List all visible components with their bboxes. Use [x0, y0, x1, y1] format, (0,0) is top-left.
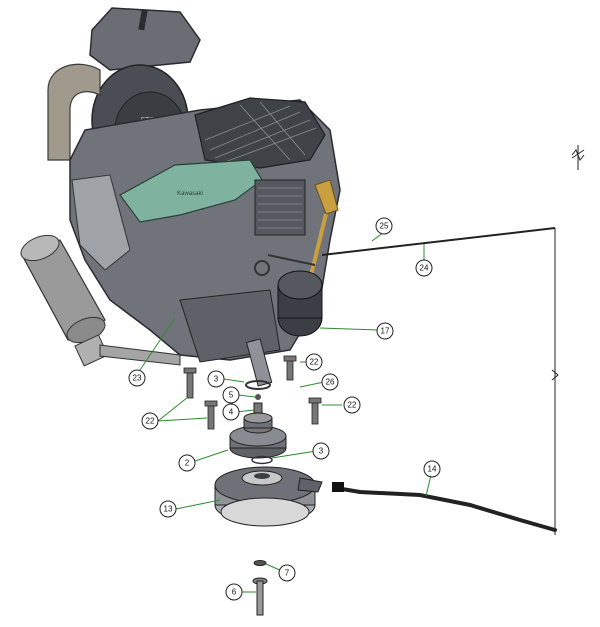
- washer-3-lower: [251, 455, 273, 465]
- callout-7: 7: [278, 564, 296, 582]
- svg-text:3: 3: [214, 375, 219, 384]
- callout-13: 13: [159, 500, 177, 518]
- callout-14: 14: [423, 460, 441, 478]
- key-5: [255, 394, 261, 400]
- svg-text:22: 22: [310, 358, 319, 367]
- muffler: [20, 234, 109, 367]
- pulley: [229, 412, 287, 459]
- svg-text:13: 13: [164, 505, 173, 514]
- callout-5: 5: [222, 386, 240, 404]
- callout-22-a: 22: [305, 353, 323, 371]
- svg-text:22: 22: [146, 417, 155, 426]
- callout-23: 23: [128, 369, 146, 387]
- callout-3-upper: 3: [207, 370, 225, 388]
- leader-lines: [139, 231, 433, 593]
- svg-text:7: 7: [285, 569, 290, 578]
- callout-22-c: 22: [343, 396, 361, 414]
- svg-text:22: 22: [348, 401, 357, 410]
- spacer-4: [253, 402, 263, 414]
- washer-3-upper: [245, 380, 271, 390]
- fan-grille: [194, 97, 326, 169]
- oil-filter: [277, 270, 323, 337]
- engine-assembly: STOP Kawasaki: [20, 7, 341, 387]
- mounting-plate: [119, 159, 263, 223]
- plate-label: Kawasaki: [177, 191, 203, 197]
- mounting-bolts: [183, 355, 322, 430]
- callout-26: 26: [321, 373, 339, 391]
- svg-text:14: 14: [428, 465, 437, 474]
- svg-text:2: 2: [185, 459, 190, 468]
- svg-text:4: 4: [229, 408, 234, 417]
- svg-text:3: 3: [319, 447, 324, 456]
- air-cleaner-cover: [89, 7, 201, 71]
- clutch-wire-harness: [334, 486, 557, 532]
- svg-text:17: 17: [381, 327, 390, 336]
- bolt-6: [252, 577, 268, 616]
- callout-6: 6: [225, 583, 243, 601]
- svg-text:23: 23: [133, 374, 142, 383]
- svg-text:26: 26: [326, 378, 335, 387]
- throttle-cable: [321, 145, 585, 535]
- crankshaft: [245, 338, 273, 387]
- callout-2: 2: [178, 454, 196, 472]
- svg-text:6: 6: [232, 588, 237, 597]
- washer-7: [253, 560, 267, 566]
- svg-text:5: 5: [229, 391, 234, 400]
- svg-text:24: 24: [420, 264, 429, 273]
- callout-25: 25: [375, 217, 393, 235]
- callout-22-b: 22: [141, 412, 159, 430]
- pto-clutch: [214, 466, 323, 527]
- callout-17: 17: [376, 322, 394, 340]
- oil-fill-tube: [314, 179, 339, 215]
- callout-3-lower: 3: [312, 442, 330, 460]
- callout-24: 24: [415, 259, 433, 277]
- callout-4: 4: [222, 403, 240, 421]
- intake-tube: [47, 63, 101, 161]
- svg-text:25: 25: [380, 222, 389, 231]
